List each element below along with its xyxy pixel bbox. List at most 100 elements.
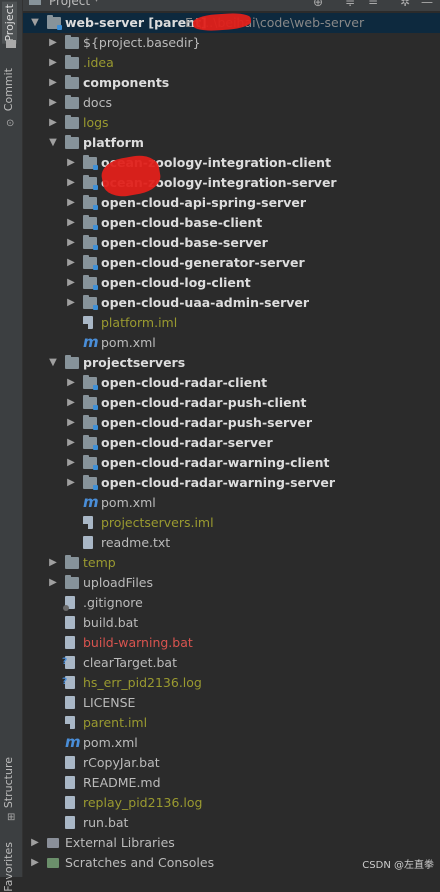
maven-icon: m bbox=[83, 493, 99, 511]
chevron-right-icon[interactable]: ▶ bbox=[31, 837, 39, 848]
chevron-right-icon[interactable]: ▶ bbox=[49, 97, 57, 108]
tree-row[interactable]: replay_pid2136.log bbox=[23, 793, 440, 813]
tree-row[interactable]: ▶ open-cloud-uaa-admin-server bbox=[23, 293, 440, 313]
chevron-down-icon[interactable]: ▾ bbox=[94, 0, 99, 5]
tree-label: open-cloud-radar-server bbox=[101, 435, 273, 450]
chevron-down-icon[interactable]: ▼ bbox=[49, 137, 57, 148]
left-tool-stripe: Project Commit ⊙ Structure ⊞ Favorites bbox=[0, 0, 23, 892]
chevron-right-icon[interactable]: ▶ bbox=[67, 477, 75, 488]
chevron-right-icon[interactable]: ▶ bbox=[67, 217, 75, 228]
file-icon bbox=[65, 696, 75, 709]
chevron-right-icon[interactable]: ▶ bbox=[67, 277, 75, 288]
chevron-down-icon[interactable]: ▼ bbox=[31, 17, 39, 28]
tree-row[interactable]: run.bat bbox=[23, 813, 440, 833]
folder-icon bbox=[6, 40, 16, 48]
chevron-right-icon[interactable]: ▶ bbox=[31, 857, 39, 868]
tree-row[interactable]: ▶Scratches and Consoles bbox=[23, 853, 440, 873]
tree-label: open-cloud-radar-warning-server bbox=[101, 475, 335, 490]
tree-row[interactable]: ▶open-cloud-base-client bbox=[23, 213, 440, 233]
tree-row[interactable]: ▶open-cloud-radar-warning-client bbox=[23, 453, 440, 473]
folder-icon bbox=[65, 135, 79, 149]
tab-favorites[interactable]: Favorites bbox=[2, 842, 15, 892]
tree-row[interactable]: ▶ocean-zoology-integration-client bbox=[23, 153, 440, 173]
tree-row[interactable]: hs_err_pid2136.log bbox=[23, 672, 440, 693]
tab-project[interactable]: Project bbox=[2, 2, 17, 44]
tree-row[interactable]: clearTarget.bat bbox=[23, 652, 440, 673]
tree-row[interactable]: ▶open-cloud-radar-client bbox=[23, 373, 440, 393]
locate-icon[interactable]: ⊕ bbox=[313, 0, 324, 9]
tree-row[interactable]: LICENSE bbox=[23, 693, 440, 713]
tree-row[interactable]: ▶open-cloud-base-server bbox=[23, 233, 440, 253]
tree-row[interactable]: ▶${project.basedir} bbox=[23, 33, 440, 53]
chevron-down-icon[interactable]: ▼ bbox=[49, 357, 57, 368]
tree-row[interactable]: README.md bbox=[23, 773, 440, 793]
gear-icon[interactable]: ✲ bbox=[400, 0, 411, 9]
tree-row[interactable]: ▼ platform bbox=[23, 133, 440, 153]
module-folder-icon bbox=[83, 295, 98, 310]
tree-row[interactable]: ▶ open-cloud-radar-server bbox=[23, 433, 440, 453]
chevron-right-icon[interactable]: ▶ bbox=[67, 437, 75, 448]
tree-row[interactable]: readme.txt bbox=[23, 533, 440, 553]
module-folder-icon bbox=[83, 155, 98, 170]
tree-row[interactable]: ▶uploadFiles bbox=[23, 573, 440, 593]
chevron-right-icon[interactable]: ▶ bbox=[67, 257, 75, 268]
chevron-right-icon[interactable]: ▶ bbox=[49, 57, 57, 68]
chevron-right-icon[interactable]: ▶ bbox=[67, 417, 75, 428]
tree-row[interactable]: ▶ocean-zoology-integration-server bbox=[23, 173, 440, 193]
tree-row[interactable]: ▶.idea bbox=[23, 53, 440, 73]
tree-row[interactable]: .gitignore bbox=[23, 593, 440, 613]
tree-row[interactable]: ▶ open-cloud-radar-warning-server bbox=[23, 473, 440, 493]
tree-row[interactable]: parent.iml bbox=[23, 713, 440, 733]
chevron-right-icon[interactable]: ▶ bbox=[67, 197, 75, 208]
expand-all-icon[interactable]: ≑ bbox=[345, 0, 356, 9]
chevron-right-icon[interactable]: ▶ bbox=[49, 117, 57, 128]
module-folder-icon bbox=[83, 255, 98, 270]
unknown-file-icon bbox=[62, 652, 75, 672]
tree-row[interactable]: ▶open-cloud-generator-server bbox=[23, 253, 440, 273]
tree-row[interactable]: ▶ docs bbox=[23, 93, 440, 113]
hide-icon[interactable]: — bbox=[421, 0, 433, 9]
tree-row[interactable]: ▶ open-cloud-radar-push-server bbox=[23, 413, 440, 433]
chevron-right-icon[interactable]: ▶ bbox=[67, 157, 75, 168]
tree-row[interactable]: build-warning.bat bbox=[23, 633, 440, 653]
tree-row[interactable]: ▶logs bbox=[23, 113, 440, 133]
module-folder-icon bbox=[83, 275, 98, 290]
tree-label: open-cloud-uaa-admin-server bbox=[101, 295, 310, 310]
tree-row[interactable]: projectservers.iml bbox=[23, 513, 440, 533]
tree-row[interactable]: ▶components bbox=[23, 73, 440, 93]
chevron-right-icon[interactable]: ▶ bbox=[67, 457, 75, 468]
chevron-right-icon[interactable]: ▶ bbox=[49, 557, 57, 568]
chevron-right-icon[interactable]: ▶ bbox=[67, 177, 75, 188]
chevron-right-icon[interactable]: ▶ bbox=[67, 297, 75, 308]
chevron-right-icon[interactable]: ▶ bbox=[67, 377, 75, 388]
tree-row[interactable]: ▶open-cloud-radar-push-client bbox=[23, 393, 440, 413]
chevron-right-icon[interactable]: ▶ bbox=[67, 397, 75, 408]
module-folder-icon bbox=[83, 375, 98, 390]
tab-structure[interactable]: Structure bbox=[2, 757, 15, 809]
tree-row[interactable]: rCopyJar.bat bbox=[23, 753, 440, 773]
tree-row[interactable]: ▶open-cloud-api-spring-server bbox=[23, 193, 440, 213]
collapse-all-icon[interactable]: ≐ bbox=[368, 0, 379, 9]
tree-row[interactable]: ▶External Libraries bbox=[23, 833, 440, 853]
panel-title[interactable]: Project bbox=[49, 0, 91, 8]
tree-label: open-cloud-log-client bbox=[101, 275, 251, 290]
project-tree[interactable]: ▼web-server [parent] E:\...\beihai\code\… bbox=[23, 13, 440, 873]
tree-row[interactable]: platform.iml bbox=[23, 313, 440, 333]
tree-row[interactable]: ▶ open-cloud-log-client bbox=[23, 273, 440, 293]
chevron-right-icon[interactable]: ▶ bbox=[49, 577, 57, 588]
tree-label: LICENSE bbox=[83, 695, 136, 710]
tab-commit[interactable]: Commit bbox=[2, 68, 15, 112]
tree-label: open-cloud-radar-push-server bbox=[101, 415, 312, 430]
tree-label: docs bbox=[83, 95, 112, 110]
chevron-right-icon[interactable]: ▶ bbox=[49, 77, 57, 88]
chevron-right-icon[interactable]: ▶ bbox=[49, 37, 57, 48]
tree-row[interactable]: build.bat bbox=[23, 613, 440, 633]
tree-row[interactable]: ▶temp bbox=[23, 553, 440, 573]
chevron-right-icon[interactable]: ▶ bbox=[67, 237, 75, 248]
tree-label: platform bbox=[83, 135, 144, 150]
tree-row[interactable]: ▼projectservers bbox=[23, 353, 440, 373]
folder-icon bbox=[65, 115, 79, 129]
